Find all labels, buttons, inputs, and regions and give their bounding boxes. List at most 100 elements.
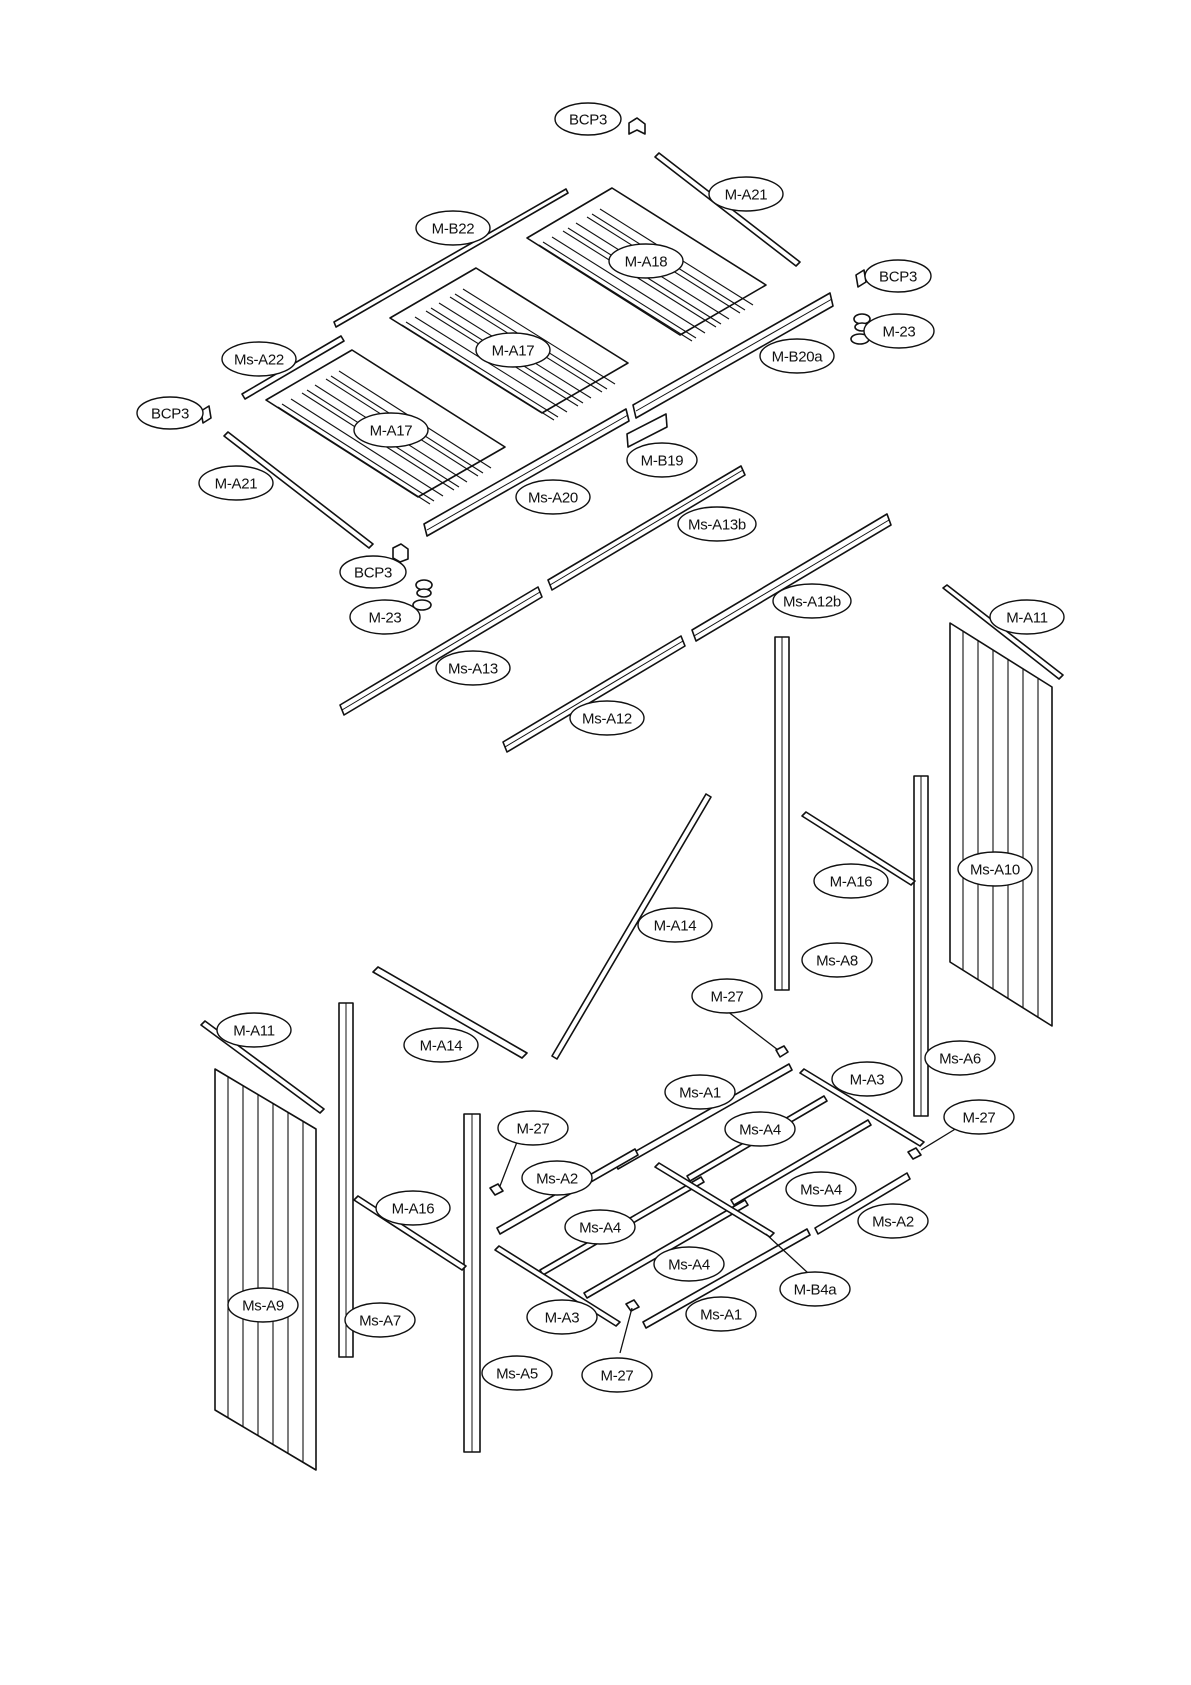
callout-m27-bottom-label: M-27 [601,1368,634,1385]
callout-ms-a4-bottom-label: Ms-A4 [668,1257,710,1274]
callout-ma11-right-label: M-A11 [1006,610,1048,627]
callout-ms-a12b: Ms-A12b [773,584,851,618]
callout-ma21-left: M-A21 [199,466,273,500]
callout-ma17-mid-label: M-A17 [492,343,535,360]
callout-ms-a22: Ms-A22 [222,342,296,376]
callout-ms-a4-right: Ms-A4 [786,1172,856,1206]
callout-ms-a6: Ms-A6 [925,1041,995,1075]
callout-m27-right-label: M-27 [963,1110,996,1127]
callout-ma17-left-label: M-A17 [370,423,413,440]
callout-ms-a2-left: Ms-A2 [522,1161,592,1195]
callout-ma16-right-label: M-A16 [830,874,873,891]
callout-m23-right: M-23 [864,314,934,348]
callout-ma16-left: M-A16 [376,1191,450,1225]
callout-mb4a: M-B4a [780,1272,850,1306]
callout-ms-a20: Ms-A20 [516,480,590,514]
callout-ms-a13b-label: Ms-A13b [688,517,746,534]
callout-ma18: M-A18 [609,244,683,278]
callout-ms-a13: Ms-A13 [436,651,510,685]
callout-ms-a12: Ms-A12 [570,701,644,735]
callout-mb19-label: M-B19 [641,453,684,470]
callout-bcp3-left-label: BCP3 [151,406,189,423]
callout-ma14-left: M-A14 [404,1028,478,1062]
bracket-m27-left [490,1184,503,1195]
callout-ms-a1-bottom: Ms-A1 [686,1297,756,1331]
callout-m27-top-label: M-27 [711,989,744,1006]
leader-m27-left [500,1142,517,1186]
bracket-m27-top [776,1046,788,1057]
callout-ms-a2-right: Ms-A2 [858,1204,928,1238]
callout-ms-a13-label: Ms-A13 [448,661,498,678]
callout-ms-a6-label: Ms-A6 [939,1051,981,1068]
callout-bcp3-bottom: BCP3 [340,556,406,588]
wall-panel-ms-a10 [950,623,1052,1026]
callout-ma3-right: M-A3 [832,1062,902,1096]
callout-ms-a1-top: Ms-A1 [665,1075,735,1109]
callout-ms-a10-label: Ms-A10 [970,862,1020,879]
bracket-m27-bottom [626,1300,639,1311]
callout-bcp3-top-label: BCP3 [569,112,607,129]
callout-mb20a-label: M-B20a [772,349,824,366]
callout-ma16-left-label: M-A16 [392,1201,435,1218]
callout-m27-bottom: M-27 [582,1358,652,1392]
bracket-bcp3-bottom [393,544,408,562]
callout-ms-a4-top-label: Ms-A4 [739,1122,781,1139]
callout-ms-a2-right-label: Ms-A2 [872,1214,914,1231]
callout-ma16-right: M-A16 [814,864,888,898]
bolt-m23-left [413,580,432,610]
callout-ma21-top: M-A21 [709,177,783,211]
callout-ms-a7-label: Ms-A7 [359,1313,401,1330]
callout-ms-a4-top: Ms-A4 [725,1112,795,1146]
callout-m23-left-label: M-23 [369,610,402,627]
callout-ma11-right: M-A11 [990,600,1064,634]
callout-ma17-left: M-A17 [354,413,428,447]
callout-m27-top: M-27 [692,979,762,1013]
callout-ma11-left-label: M-A11 [233,1023,275,1040]
callout-m27-left: M-27 [498,1111,568,1145]
connector-mb19 [627,414,667,447]
callout-ms-a13b: Ms-A13b [678,507,756,541]
callout-bcp3-left: BCP3 [137,397,203,429]
callout-ms-a9: Ms-A9 [228,1288,298,1322]
callout-ms-a4-left-label: Ms-A4 [579,1220,621,1237]
bracket-bcp3-top [629,118,645,134]
leader-m27-top [727,1011,778,1050]
callout-ma3-right-label: M-A3 [850,1072,885,1089]
callout-bcp3-right: BCP3 [865,260,931,292]
callout-ma11-left: M-A11 [217,1013,291,1047]
callout-mb19: M-B19 [627,443,697,477]
callout-ms-a8-label: Ms-A8 [816,953,858,970]
callout-ms-a1-bottom-label: Ms-A1 [700,1307,742,1324]
callout-ms-a4-bottom: Ms-A4 [654,1247,724,1281]
callout-ma21-top-label: M-A21 [725,187,768,204]
callout-bcp3-bottom-label: BCP3 [354,565,392,582]
callout-ms-a4-right-label: Ms-A4 [800,1182,842,1199]
callout-ms-a10: Ms-A10 [958,852,1032,886]
bracket-m27-right [908,1148,921,1159]
callout-ms-a2-left-label: Ms-A2 [536,1171,578,1188]
callout-mb20a: M-B20a [760,339,834,373]
callout-ms-a1-top-label: Ms-A1 [679,1085,721,1102]
callout-ms-a12b-label: Ms-A12b [783,594,841,611]
callout-ma14-diag-label: M-A14 [654,918,697,935]
callout-ms-a22-label: Ms-A22 [234,352,284,369]
callout-ma14-diag: M-A14 [638,908,712,942]
leader-m27-bottom [620,1308,632,1353]
leader-m27-right [921,1128,957,1150]
callout-ms-a4-left: Ms-A4 [565,1210,635,1244]
callout-ma3-left-label: M-A3 [545,1310,580,1327]
callout-m27-right: M-27 [944,1100,1014,1134]
callout-ms-a9-label: Ms-A9 [242,1298,284,1315]
callout-ms-a8: Ms-A8 [802,943,872,977]
callout-ma14-left-label: M-A14 [420,1038,463,1055]
callout-m23-left: M-23 [350,600,420,634]
callout-ms-a20-label: Ms-A20 [528,490,578,507]
callout-ma18-label: M-A18 [625,254,668,271]
callout-ms-a5-label: Ms-A5 [496,1366,538,1383]
callout-mb22: M-B22 [416,211,490,245]
callout-ma3-left: M-A3 [527,1300,597,1334]
callout-ma17-mid: M-A17 [476,333,550,367]
callout-ma21-left-label: M-A21 [215,476,258,493]
callout-bcp3-top: BCP3 [555,103,621,135]
